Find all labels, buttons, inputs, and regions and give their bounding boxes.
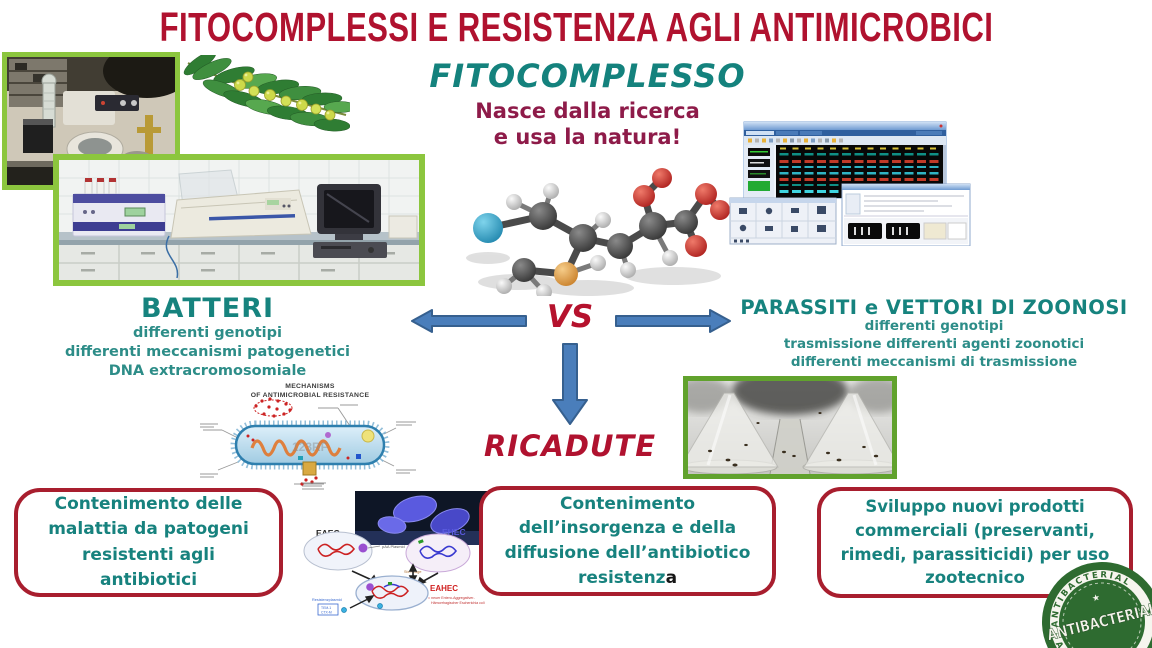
box2-line-2: dell’insorgenza e della bbox=[518, 518, 737, 539]
eaec-ehec-diagram: EAEC pAA Plasmid EHEC Stx Phage EAHEC bbox=[300, 479, 500, 624]
box2-line4-main: resistenz bbox=[577, 567, 666, 588]
gel-analysis-software-screenshot bbox=[728, 120, 972, 246]
box3-line-1: Sviluppo nuovi prodotti bbox=[865, 496, 1085, 516]
lab-bench-illustration bbox=[59, 160, 419, 280]
parassiti-line-3: differenti meccanismi di trasmissione bbox=[790, 354, 1078, 371]
eahec-definition-line2: Hämorrhagischer Escherichia coli bbox=[431, 601, 485, 605]
vs-label: VS bbox=[546, 299, 594, 335]
eahec-definition-line1: = neuer Entero-Aggregativer- bbox=[428, 596, 475, 600]
molecule-image bbox=[448, 148, 736, 296]
fitocomplesso-heading: FITOCOMPLESSO bbox=[429, 57, 746, 95]
ricadute-heading: RICADUTE bbox=[483, 429, 657, 463]
mechanisms-title-line1: MECHANISMS bbox=[285, 383, 335, 390]
antibacterial-stamp-illustration: ANTIBACTERIAL ANTIBACTERIAL ★ ★ ★ ★ ANTI… bbox=[1040, 562, 1152, 648]
fitocomplesso-subtitle-line2: e usa la natura! bbox=[493, 125, 682, 150]
box1-line-4: antibiotici bbox=[99, 570, 198, 590]
insect-traps-photo bbox=[683, 376, 897, 479]
batteri-line-1: differenti genotipi bbox=[133, 324, 282, 341]
paa-plasmid-label: pAA Plasmid bbox=[382, 544, 405, 549]
batteri-line-2: differenti meccanismi patogenetici bbox=[64, 343, 351, 360]
box2-line-3: diffusione dell’antibiotico bbox=[504, 543, 751, 563]
neem-branch-image bbox=[182, 55, 350, 160]
slide-title: FITOCOMPLESSI E RESISTENZA AGLI ANTIMICR… bbox=[0, 4, 1152, 51]
stamp-star-top-icon: ★ bbox=[1091, 593, 1101, 605]
box1-line-2: malattia da patogeni bbox=[48, 519, 249, 539]
parassiti-heading: PARASSITI e VETTORI DI ZOONOSI bbox=[740, 296, 1128, 319]
box3-line-3: rimedi, parassiticidi) per uso bbox=[840, 544, 1110, 564]
fitocomplesso-subtitle: Nasce dalla ricerca e usa la natura! bbox=[430, 98, 745, 151]
parassiti-section: PARASSITI e VETTORI DI ZOONOSI different… bbox=[728, 297, 1140, 372]
eahec-label: EAHEC bbox=[430, 584, 458, 593]
box2-line-1: Contenimento bbox=[560, 493, 695, 514]
box1-line-1: Contenimento delle bbox=[54, 493, 243, 514]
stamp-star-right-icon: ★ bbox=[1145, 606, 1152, 618]
resistenzplasmid-label: Resistenzplasmid bbox=[312, 598, 342, 602]
box2-line-4: resistenza bbox=[483, 566, 772, 591]
lab-bench-photo bbox=[53, 154, 425, 286]
outcome-box-pathogen-containment: Contenimento delle malattia da patogeni … bbox=[14, 488, 283, 597]
slide-title-text: FITOCOMPLESSI E RESISTENZA AGLI ANTIMICR… bbox=[159, 4, 993, 50]
batteri-line-3: DNA extracromosomiale bbox=[108, 363, 307, 380]
box3-line-2: commerciali (preservanti, bbox=[855, 520, 1095, 540]
outcome-box-resistance-containment: Contenimento dell’insorgenza e della dif… bbox=[479, 486, 776, 596]
ehec-label: EHEC bbox=[442, 527, 466, 537]
antimicrobial-resistance-diagram: MECHANISMS OF ANTIMICROBIAL RESISTANCE bbox=[198, 378, 420, 488]
batteri-heading: BATTERI bbox=[140, 293, 275, 324]
mechanisms-title-line2: OF ANTIMICROBIAL RESISTANCE bbox=[251, 392, 370, 399]
batteri-section: BATTERI differenti genotipi differenti m… bbox=[35, 294, 380, 382]
down-arrow-icon bbox=[551, 342, 589, 426]
left-arrow-icon bbox=[410, 307, 528, 335]
box1-line-3: resistenti agli bbox=[82, 544, 215, 565]
tem-label-line1: TEM-1 bbox=[321, 606, 331, 610]
box2-line4-suffix: a bbox=[665, 567, 678, 588]
bacterium-diagram-illustration: MECHANISMS OF ANTIMICROBIAL RESISTANCE bbox=[200, 383, 416, 486]
insect-traps-illustration bbox=[688, 381, 892, 474]
molecule-illustration bbox=[466, 168, 730, 296]
stock-watermark: 123RF bbox=[292, 440, 328, 454]
gel-analysis-software-illustration bbox=[729, 121, 971, 246]
parassiti-line-2: trasmissione differenti agenti zoonotici bbox=[783, 336, 1085, 353]
eaec-ehec-illustration: EAEC pAA Plasmid EHEC Stx Phage EAHEC bbox=[302, 482, 490, 616]
neem-branch-illustration bbox=[183, 55, 350, 132]
stamp-star-left-icon: ★ bbox=[1050, 630, 1060, 642]
right-arrow-icon bbox=[614, 307, 732, 335]
fitocomplesso-subtitle-line1: Nasce dalla ricerca bbox=[475, 99, 700, 123]
parassiti-line-1: differenti genotipi bbox=[864, 318, 1004, 335]
box3-line-4: zootecnico bbox=[925, 568, 1025, 588]
antibacterial-stamp: ANTIBACTERIAL ANTIBACTERIAL ★ ★ ★ ★ ANTI… bbox=[1032, 552, 1152, 648]
tem-label-line2: CTX-M bbox=[321, 611, 332, 615]
